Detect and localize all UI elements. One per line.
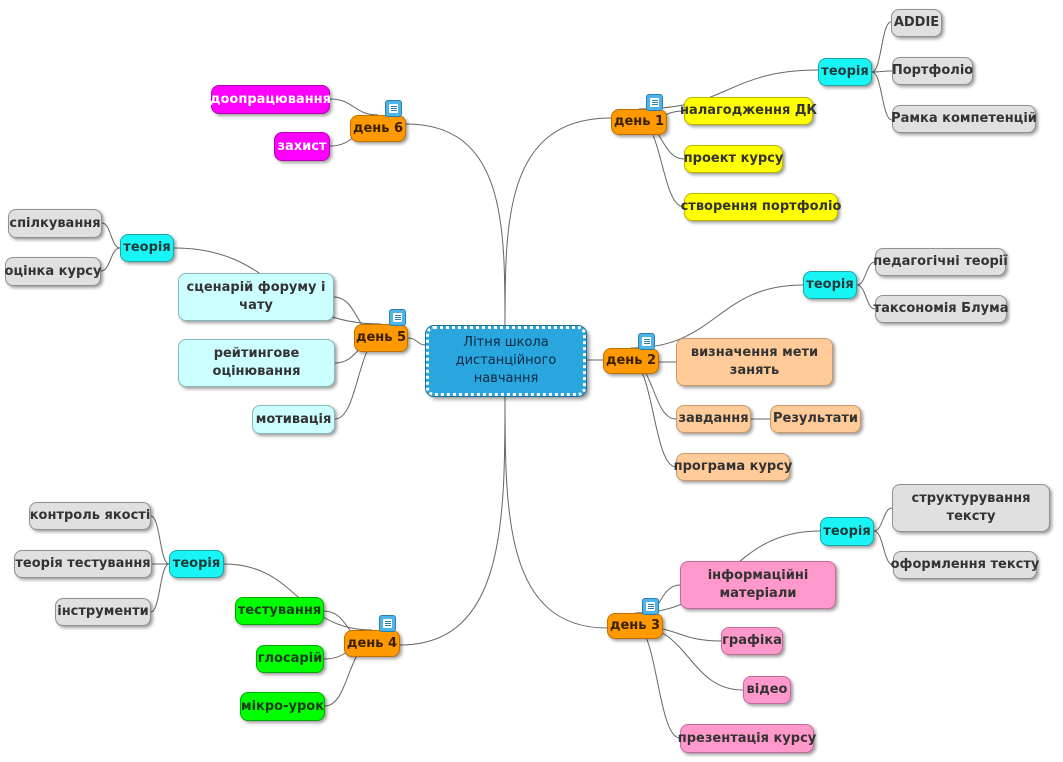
connector-line (856, 261, 876, 286)
day2-item[interactable]: визначення мети занять (676, 338, 833, 386)
connector-line (856, 284, 876, 310)
day4-theory-item[interactable]: інструменти (55, 598, 151, 626)
day-3-node[interactable]: день 3 (607, 613, 663, 639)
day2-theory-node[interactable]: теорія (803, 271, 857, 299)
day1-theory-item[interactable]: Портфоліо (892, 57, 973, 85)
connector-line (504, 117, 612, 327)
connector-line (399, 395, 506, 646)
day-1-node[interactable]: день 1 (611, 109, 667, 135)
day2-theory-item[interactable]: таксономія Блума (874, 295, 1008, 323)
day1-theory-node[interactable]: теорія (818, 58, 872, 86)
day2-item[interactable]: Результати (770, 405, 861, 433)
day3-item[interactable]: графіка (721, 627, 783, 655)
day-5-node[interactable]: день 5 (354, 324, 408, 352)
day1-item[interactable]: налагодження ДК (680, 97, 817, 125)
connector-line (871, 70, 893, 73)
connector-line (638, 69, 819, 110)
connector-line (329, 98, 379, 116)
day-6-node[interactable]: день 6 (350, 115, 406, 142)
day4-item[interactable]: тестування (235, 597, 324, 625)
day5-theory-node[interactable]: теорія (120, 234, 174, 262)
connector-line (405, 123, 506, 327)
note-icon[interactable] (379, 615, 396, 632)
central-topic[interactable]: Літня школа дистанційного навчання (425, 325, 587, 397)
note-icon[interactable] (385, 100, 402, 117)
connector-line (873, 530, 894, 566)
day5-item[interactable]: сценарій форуму і чату (178, 273, 334, 321)
connector-line (150, 563, 170, 613)
note-icon[interactable] (638, 333, 655, 350)
day1-item[interactable]: проект курсу (684, 145, 783, 173)
day3-item[interactable]: відео (743, 676, 791, 704)
connector-line (873, 507, 893, 532)
note-icon[interactable] (646, 94, 663, 111)
day-2-node[interactable]: день 2 (603, 348, 659, 374)
connector-line (101, 222, 121, 249)
day4-item[interactable]: глосарій (256, 645, 324, 673)
day5-item[interactable]: мотивація (252, 405, 335, 434)
day4-theory-item[interactable]: теорія тестування (14, 550, 152, 578)
day2-item[interactable]: завдання (676, 405, 751, 433)
day4-item[interactable]: мікро-урок (240, 692, 325, 721)
day2-item[interactable]: програма курсу (674, 453, 792, 481)
day3-theory-item[interactable]: структурування тексту (892, 484, 1050, 532)
note-icon[interactable] (389, 309, 406, 326)
note-icon[interactable] (642, 598, 659, 615)
day6-item[interactable]: доопрацювання (210, 85, 331, 114)
connector-line (407, 337, 427, 346)
day5-theory-item[interactable]: оцінка курсу (5, 257, 101, 286)
connector-line (871, 71, 893, 121)
day6-item[interactable]: захист (274, 132, 330, 161)
day2-theory-item[interactable]: педагогічні теорії (873, 248, 1008, 276)
day5-theory-item[interactable]: спілкування (8, 209, 102, 238)
connector-line (100, 247, 121, 272)
connector-line (634, 625, 681, 739)
connector-line (871, 21, 892, 73)
connector-line (630, 361, 677, 468)
day3-theory-item[interactable]: оформлення тексту (891, 551, 1039, 579)
day1-theory-item[interactable]: Рамка компетенцій (891, 105, 1037, 133)
day1-theory-item[interactable]: ADDIE (891, 9, 942, 37)
connector-line (504, 395, 608, 629)
day4-theory-node[interactable]: теорія (169, 550, 224, 578)
day3-item[interactable]: презентація курсу (678, 724, 816, 753)
connector-line (630, 284, 804, 349)
day5-item[interactable]: рейтингове оцінювання (178, 339, 335, 387)
day1-item[interactable]: створення портфоліо (681, 193, 841, 221)
day3-item[interactable]: інформаційні матеріали (680, 561, 836, 609)
day-4-node[interactable]: день 4 (344, 630, 400, 657)
connector-line (150, 515, 170, 565)
day4-theory-item[interactable]: контроль якості (29, 502, 151, 530)
day3-theory-node[interactable]: теорія (820, 517, 874, 546)
